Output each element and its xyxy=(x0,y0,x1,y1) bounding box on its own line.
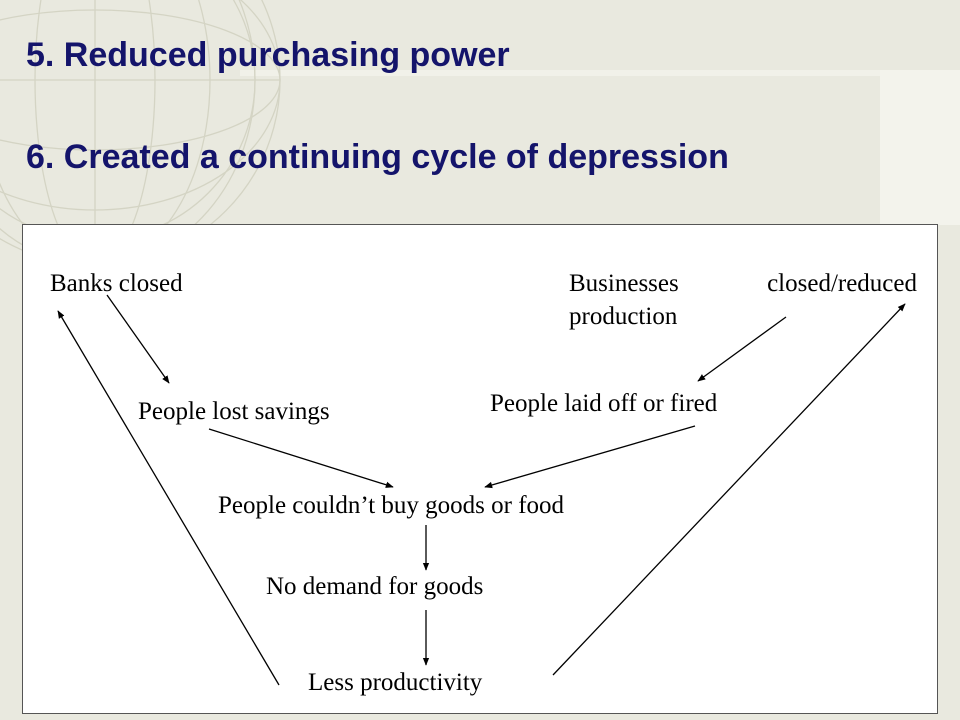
heading-reduced-purchasing-power: 5. Reduced purchasing power xyxy=(26,36,510,74)
node-no-demand: No demand for goods xyxy=(266,573,484,600)
node-people-couldnt-buy: People couldn’t buy goods or food xyxy=(218,492,565,519)
cycle-diagram: Banks closed Businesses closed/reduced p… xyxy=(22,224,938,714)
arrow-less-productivity-to-businesses xyxy=(552,303,906,676)
arrow-less-productivity-to-banks xyxy=(57,310,280,686)
node-businesses-closed: Businesses closed/reduced production xyxy=(569,270,917,330)
node-less-productivity: Less productivity xyxy=(308,669,483,696)
arrow-laid-off-to-couldnt-buy xyxy=(484,425,696,489)
arrow-banks-to-savings xyxy=(106,294,170,384)
heading-continuing-cycle: 6. Created a continuing cycle of depress… xyxy=(26,138,729,176)
node-people-lost-savings: People lost savings xyxy=(138,398,330,425)
diagram-arrows xyxy=(57,294,906,686)
arrow-savings-to-couldnt-buy xyxy=(208,428,394,488)
arrow-businesses-to-laid-off xyxy=(697,316,787,382)
node-people-laid-off: People laid off or fired xyxy=(490,390,718,417)
node-banks-closed: Banks closed xyxy=(50,270,183,297)
